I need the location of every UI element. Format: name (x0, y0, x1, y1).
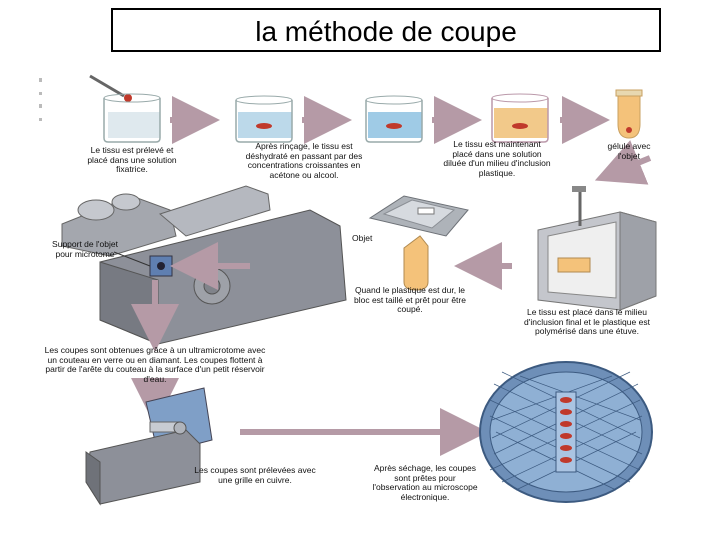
beaker-plastic (491, 93, 549, 143)
beaker-fixative (89, 74, 161, 143)
caption-step9: Après séchage, les coupes sont prêtes po… (372, 463, 478, 502)
beaker-dehydration-1 (235, 95, 293, 143)
margin-marks (39, 78, 42, 121)
oven-icon (537, 186, 657, 311)
title-box: la méthode de coupe (111, 8, 661, 52)
caption-step5: Le tissu est placé dans le milieu d'incl… (524, 307, 650, 336)
copper-grid-icon (479, 361, 653, 503)
tissue-sample-icon (124, 94, 132, 102)
beaker-dehydration-2 (365, 95, 423, 143)
plastic-block-icon (403, 235, 429, 291)
capsule-icon (615, 89, 643, 139)
page-title: la méthode de coupe (255, 16, 517, 47)
section-marks (560, 397, 572, 463)
caption-step3: Le tissu est maintenant placé dans une s… (443, 139, 551, 178)
caption-step8: Les coupes sont prélevées avec une grill… (194, 465, 316, 485)
support-leader (113, 251, 151, 267)
caption-step1: Le tissu est prélevé et placé dans une s… (87, 145, 177, 174)
caption-step2: Après rinçage, le tissu est déshydraté e… (245, 141, 363, 180)
caption-step7: Les coupes sont obtenues grâce à un ultr… (44, 345, 266, 384)
grid-pickup-icon (85, 387, 213, 506)
caption-step4: gélule avec l'objet (607, 141, 651, 161)
caption-objet: Objet (352, 233, 373, 243)
razor-blade-icon (368, 195, 469, 237)
caption-step6: Quand le plastique est dur, le bloc est … (354, 285, 466, 314)
arrow-5 (594, 140, 652, 185)
caption-support: Support de l'objet pour microtome (52, 239, 118, 259)
